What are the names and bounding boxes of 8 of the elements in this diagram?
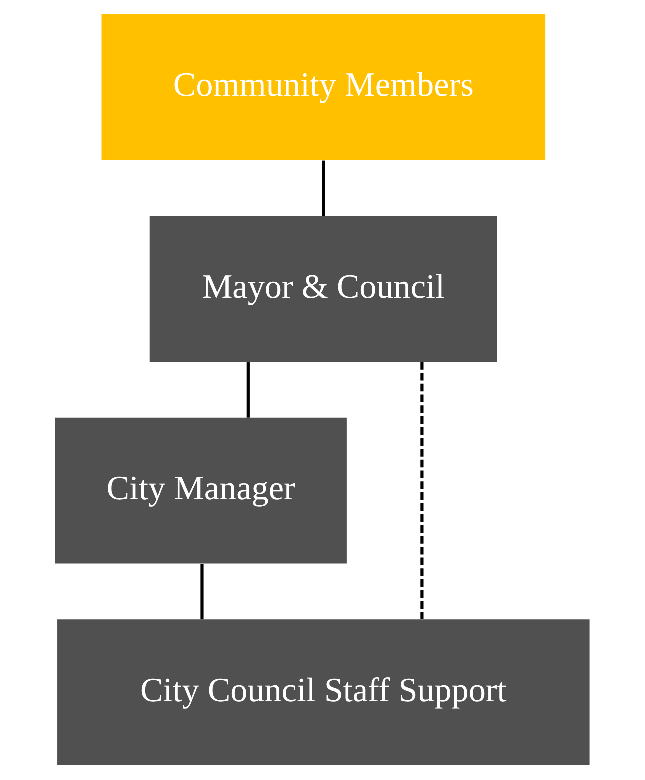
- node-box: City Council Staff Support: [58, 620, 590, 766]
- node-box: Community Members: [102, 14, 546, 160]
- connector: [322, 160, 326, 216]
- connector: [420, 362, 424, 620]
- connector: [200, 564, 204, 620]
- connector: [246, 362, 250, 418]
- node-box: Mayor & Council: [150, 216, 498, 362]
- node-box: City Manager: [55, 418, 347, 564]
